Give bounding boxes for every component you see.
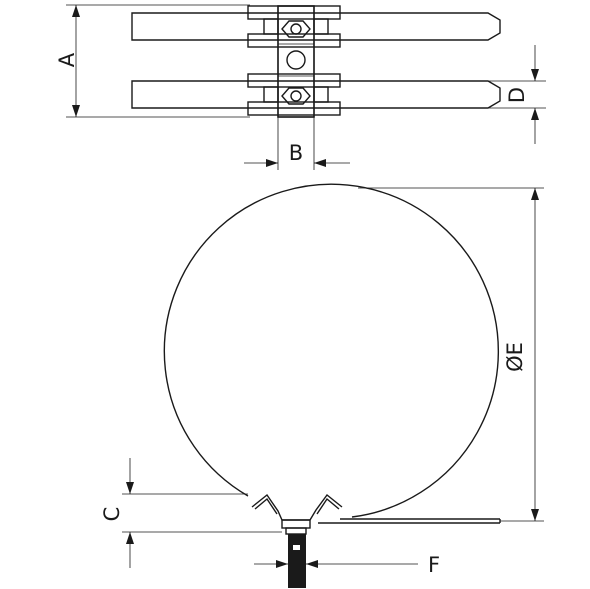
upper-nut-icon <box>281 20 311 38</box>
dimension-c: C <box>100 458 282 568</box>
dimension-d: D <box>488 45 546 144</box>
dimension-b: B <box>244 117 350 170</box>
wire-clip <box>251 493 343 521</box>
dimension-label-c: C <box>100 507 124 522</box>
center-bolt-icon <box>286 50 306 70</box>
dimension-label-e: ØE <box>503 342 527 372</box>
dimension-a: A <box>55 4 250 118</box>
connector-tail <box>288 534 306 588</box>
connector-block <box>281 519 311 529</box>
front-view <box>163 183 501 588</box>
band-circle <box>163 183 499 518</box>
dimension-label-d: D <box>505 87 529 103</box>
lower-band <box>131 80 501 109</box>
lower-nut-icon <box>281 87 311 105</box>
upper-band <box>131 12 501 41</box>
dimension-label-a: A <box>55 52 79 67</box>
top-view <box>131 5 501 118</box>
dimension-e: ØE <box>358 187 544 522</box>
dimension-f: F <box>254 553 440 577</box>
dimension-label-f: F <box>428 553 440 577</box>
dimension-label-b: B <box>289 141 303 165</box>
